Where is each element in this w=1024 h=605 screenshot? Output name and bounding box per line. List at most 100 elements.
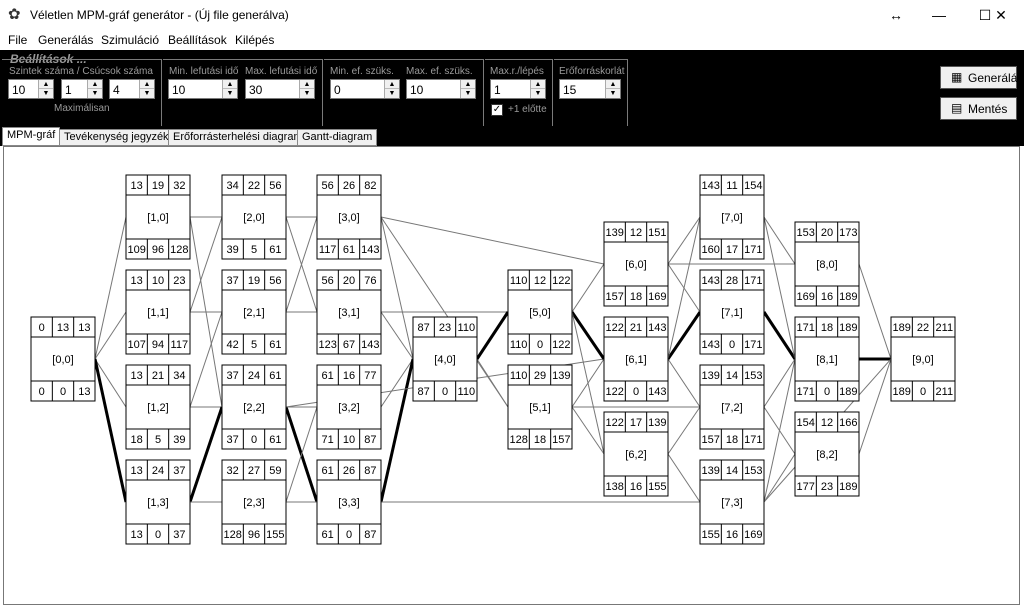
menu-kilepes[interactable]: Kilépés (235, 33, 275, 47)
chevron-up-icon[interactable]: ▲ (223, 80, 237, 89)
node-top-value: 13 (131, 465, 143, 477)
chevron-up-icon[interactable]: ▲ (461, 80, 475, 89)
node-label: [6,1] (625, 354, 646, 366)
resize-icon[interactable]: ↔ (889, 7, 903, 23)
chevron-down-icon[interactable]: ▼ (388, 90, 396, 97)
node-top-value: 26 (343, 180, 355, 192)
minimize-button[interactable]: — (932, 7, 946, 23)
chevron-down-icon[interactable]: ▼ (303, 90, 311, 97)
close-button[interactable]: ✕ (995, 7, 1007, 23)
spinner-arrows[interactable]: ▲▼ (139, 80, 154, 98)
nodes-max-spinner[interactable]: 4 ▲▼ (109, 79, 155, 99)
node-top-value: 87 (364, 465, 376, 477)
tab-eroforras-diagram[interactable]: Erőforrásterhelési diagram (168, 129, 308, 146)
chevron-up-icon[interactable]: ▲ (531, 80, 545, 89)
chevron-up-icon[interactable]: ▲ (300, 80, 314, 89)
chevron-down-icon[interactable]: ▼ (534, 90, 542, 97)
spinner-arrows[interactable]: ▲▼ (605, 80, 620, 98)
levels-spinner[interactable]: 10 ▲▼ (8, 79, 54, 99)
spinner-arrows[interactable]: ▲▼ (530, 80, 545, 98)
node-bottom-value: 117 (319, 244, 337, 256)
gear-icon: ✿ (8, 6, 21, 23)
node-top-value: 34 (227, 180, 239, 192)
chevron-down-icon[interactable]: ▼ (609, 90, 617, 97)
limit-spinner[interactable]: 15 ▲▼ (559, 79, 621, 99)
menu-beallitasok[interactable]: Beállítások (168, 33, 227, 47)
chevron-down-icon[interactable]: ▼ (226, 90, 234, 97)
node-top-value: 27 (248, 465, 260, 477)
node-label: [8,2] (816, 449, 837, 461)
chevron-down-icon[interactable]: ▼ (464, 90, 472, 97)
maximize-button[interactable]: ☐ (978, 7, 992, 23)
node-top-value: 122 (552, 275, 570, 287)
menu-szimulacio[interactable]: Szimuláció (101, 33, 160, 47)
max-step-spinner[interactable]: 1 ▲▼ (490, 79, 546, 99)
tab-tevekenyseg-jegyzek[interactable]: Tevékenység jegyzék (59, 129, 174, 146)
nodes-min-spinner[interactable]: 1 ▲▼ (61, 79, 103, 99)
save-button[interactable]: ▤ Mentés (940, 97, 1017, 120)
graph-edge (570, 311, 606, 360)
chevron-up-icon[interactable]: ▲ (606, 80, 620, 89)
chevron-up-icon[interactable]: ▲ (385, 80, 399, 89)
node-top-value: 166 (839, 417, 857, 429)
max-run-spinner[interactable]: 30 ▲▼ (245, 79, 315, 99)
menu-generalas[interactable]: Generálás (38, 33, 94, 47)
spinner-arrows[interactable]: ▲▼ (38, 80, 53, 98)
node-top-value: 110 (510, 370, 528, 382)
spinner-arrows[interactable]: ▲▼ (222, 80, 237, 98)
node-bottom-value: 87 (418, 386, 430, 398)
chevron-up-icon[interactable]: ▲ (39, 80, 53, 89)
max-res-spinner[interactable]: 10 ▲▼ (406, 79, 476, 99)
node-bottom-value: 138 (605, 481, 623, 493)
chevron-down-icon[interactable]: ▼ (91, 90, 99, 97)
chevron-down-icon[interactable]: ▼ (42, 90, 50, 97)
min-run-spinner[interactable]: 10 ▲▼ (168, 79, 238, 99)
spinner-arrows[interactable]: ▲▼ (87, 80, 102, 98)
tab-mpm-graf[interactable]: MPM-gráf (2, 127, 61, 146)
node-bottom-value: 87 (364, 529, 376, 541)
chevron-up-icon[interactable]: ▲ (140, 80, 154, 89)
node-top-value: 23 (439, 322, 451, 334)
plus-one-checkbox[interactable]: ✓ (491, 104, 503, 116)
node-bottom-value: 157 (552, 434, 570, 446)
tab-gantt-diagram[interactable]: Gantt-diagram (297, 129, 378, 146)
chevron-down-icon[interactable]: ▼ (143, 90, 151, 97)
spinner-arrows[interactable]: ▲▼ (384, 80, 399, 98)
min-res-spinner[interactable]: 0 ▲▼ (330, 79, 400, 99)
spinner-arrows[interactable]: ▲▼ (460, 80, 475, 98)
menu-file[interactable]: File (8, 33, 28, 47)
graph-edge (380, 311, 414, 360)
spinner-arrows[interactable]: ▲▼ (299, 80, 314, 98)
chevron-up-icon[interactable]: ▲ (88, 80, 102, 89)
max-res-label: Max. ef. szüks. (406, 66, 473, 77)
menu-bar: File Generálás Szimuláció Beállítások Ki… (0, 30, 1024, 50)
generate-button[interactable]: ▦ Generálás (940, 66, 1023, 89)
